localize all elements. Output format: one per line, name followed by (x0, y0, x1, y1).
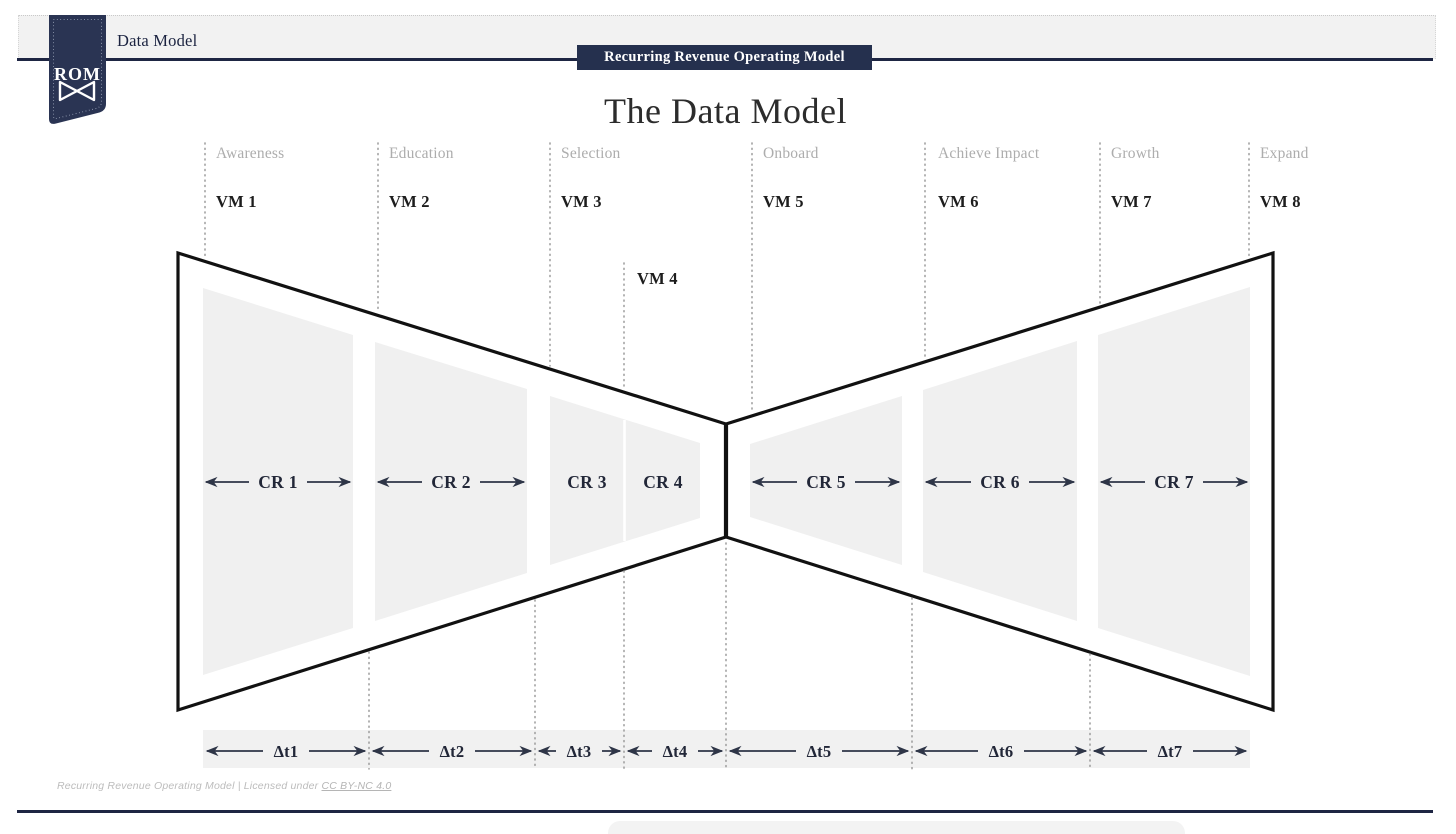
cr-label: CR 7 (1154, 472, 1194, 492)
dt-label: Δt3 (567, 742, 592, 761)
dt-label: Δt4 (663, 742, 688, 761)
dt-guide-lines (368, 542, 1091, 770)
vm-label: VM 8 (1260, 192, 1301, 211)
cr7-panel (1098, 287, 1250, 676)
cr1-panel (203, 288, 353, 675)
stage-label: Growth (1111, 145, 1160, 162)
ribbon-dotted-border (53, 19, 102, 120)
bowtie-icon (58, 80, 96, 102)
cr6-panel (923, 341, 1077, 621)
cr-label: CR 4 (643, 472, 683, 492)
dt-label: Δt6 (989, 742, 1014, 761)
ribbon-label: ROM (54, 64, 101, 84)
dt-band (203, 730, 1250, 768)
dt-labels: Δt1 Δt2 Δt3 Δt4 Δt5 Δt6 Δt7 (205, 742, 1248, 761)
dt-label: Δt1 (274, 742, 299, 761)
header-page-label: Data Model (117, 31, 198, 50)
bowtie-funnel (176, 250, 1275, 713)
cr-label: CR 6 (980, 472, 1020, 492)
cr-label: CR 2 (431, 472, 471, 492)
license-text: Recurring Revenue Operating Model | Lice… (57, 780, 322, 792)
cr-panels (203, 287, 1250, 676)
cr5-panel (750, 396, 902, 565)
vm-label: VM 2 (389, 192, 430, 211)
dt-label: Δt7 (1158, 742, 1183, 761)
ribbon-shape (49, 15, 106, 124)
cr-label: CR 3 (567, 472, 607, 492)
cr-labels: CR 1 CR 2 CR 3 CR 4 CR 5 CR 6 CR 7 (204, 472, 1249, 492)
stage-label: Education (389, 145, 454, 162)
vm-label: VM 3 (561, 192, 602, 211)
rom-ribbon-logo[interactable]: ROM (47, 14, 109, 128)
stage-label: Achieve Impact (938, 145, 1040, 162)
model-badge: Recurring Revenue Operating Model (577, 45, 872, 70)
footer-license: Recurring Revenue Operating Model | Lice… (57, 780, 391, 792)
stage-label: Awareness (216, 145, 284, 162)
cr-label: CR 1 (258, 472, 298, 492)
license-link[interactable]: CC BY-NC 4.0 (321, 780, 392, 792)
bottom-widget-edge (608, 821, 1185, 834)
vm-label: VM 5 (763, 192, 804, 211)
stage-label: Onboard (763, 145, 819, 162)
bottom-rule (17, 810, 1433, 813)
vm-labels: VM 1 VM 2 VM 3 VM 5 VM 6 VM 7 VM 8 VM 4 (216, 192, 1301, 288)
vm4-label: VM 4 (637, 269, 678, 288)
stage-labels: Awareness Education Selection Onboard Ac… (216, 145, 1309, 162)
stage-label: Expand (1260, 145, 1309, 162)
vm-label: VM 7 (1111, 192, 1152, 211)
dt-label: Δt2 (440, 742, 465, 761)
page-title: The Data Model (604, 91, 847, 131)
stage-guide-lines (204, 142, 1250, 414)
cr-label: CR 5 (806, 472, 846, 492)
cr2-panel (375, 342, 527, 621)
stage-label: Selection (561, 145, 621, 162)
dt-label: Δt5 (807, 742, 832, 761)
vm-label: VM 1 (216, 192, 257, 211)
vm-label: VM 6 (938, 192, 979, 211)
